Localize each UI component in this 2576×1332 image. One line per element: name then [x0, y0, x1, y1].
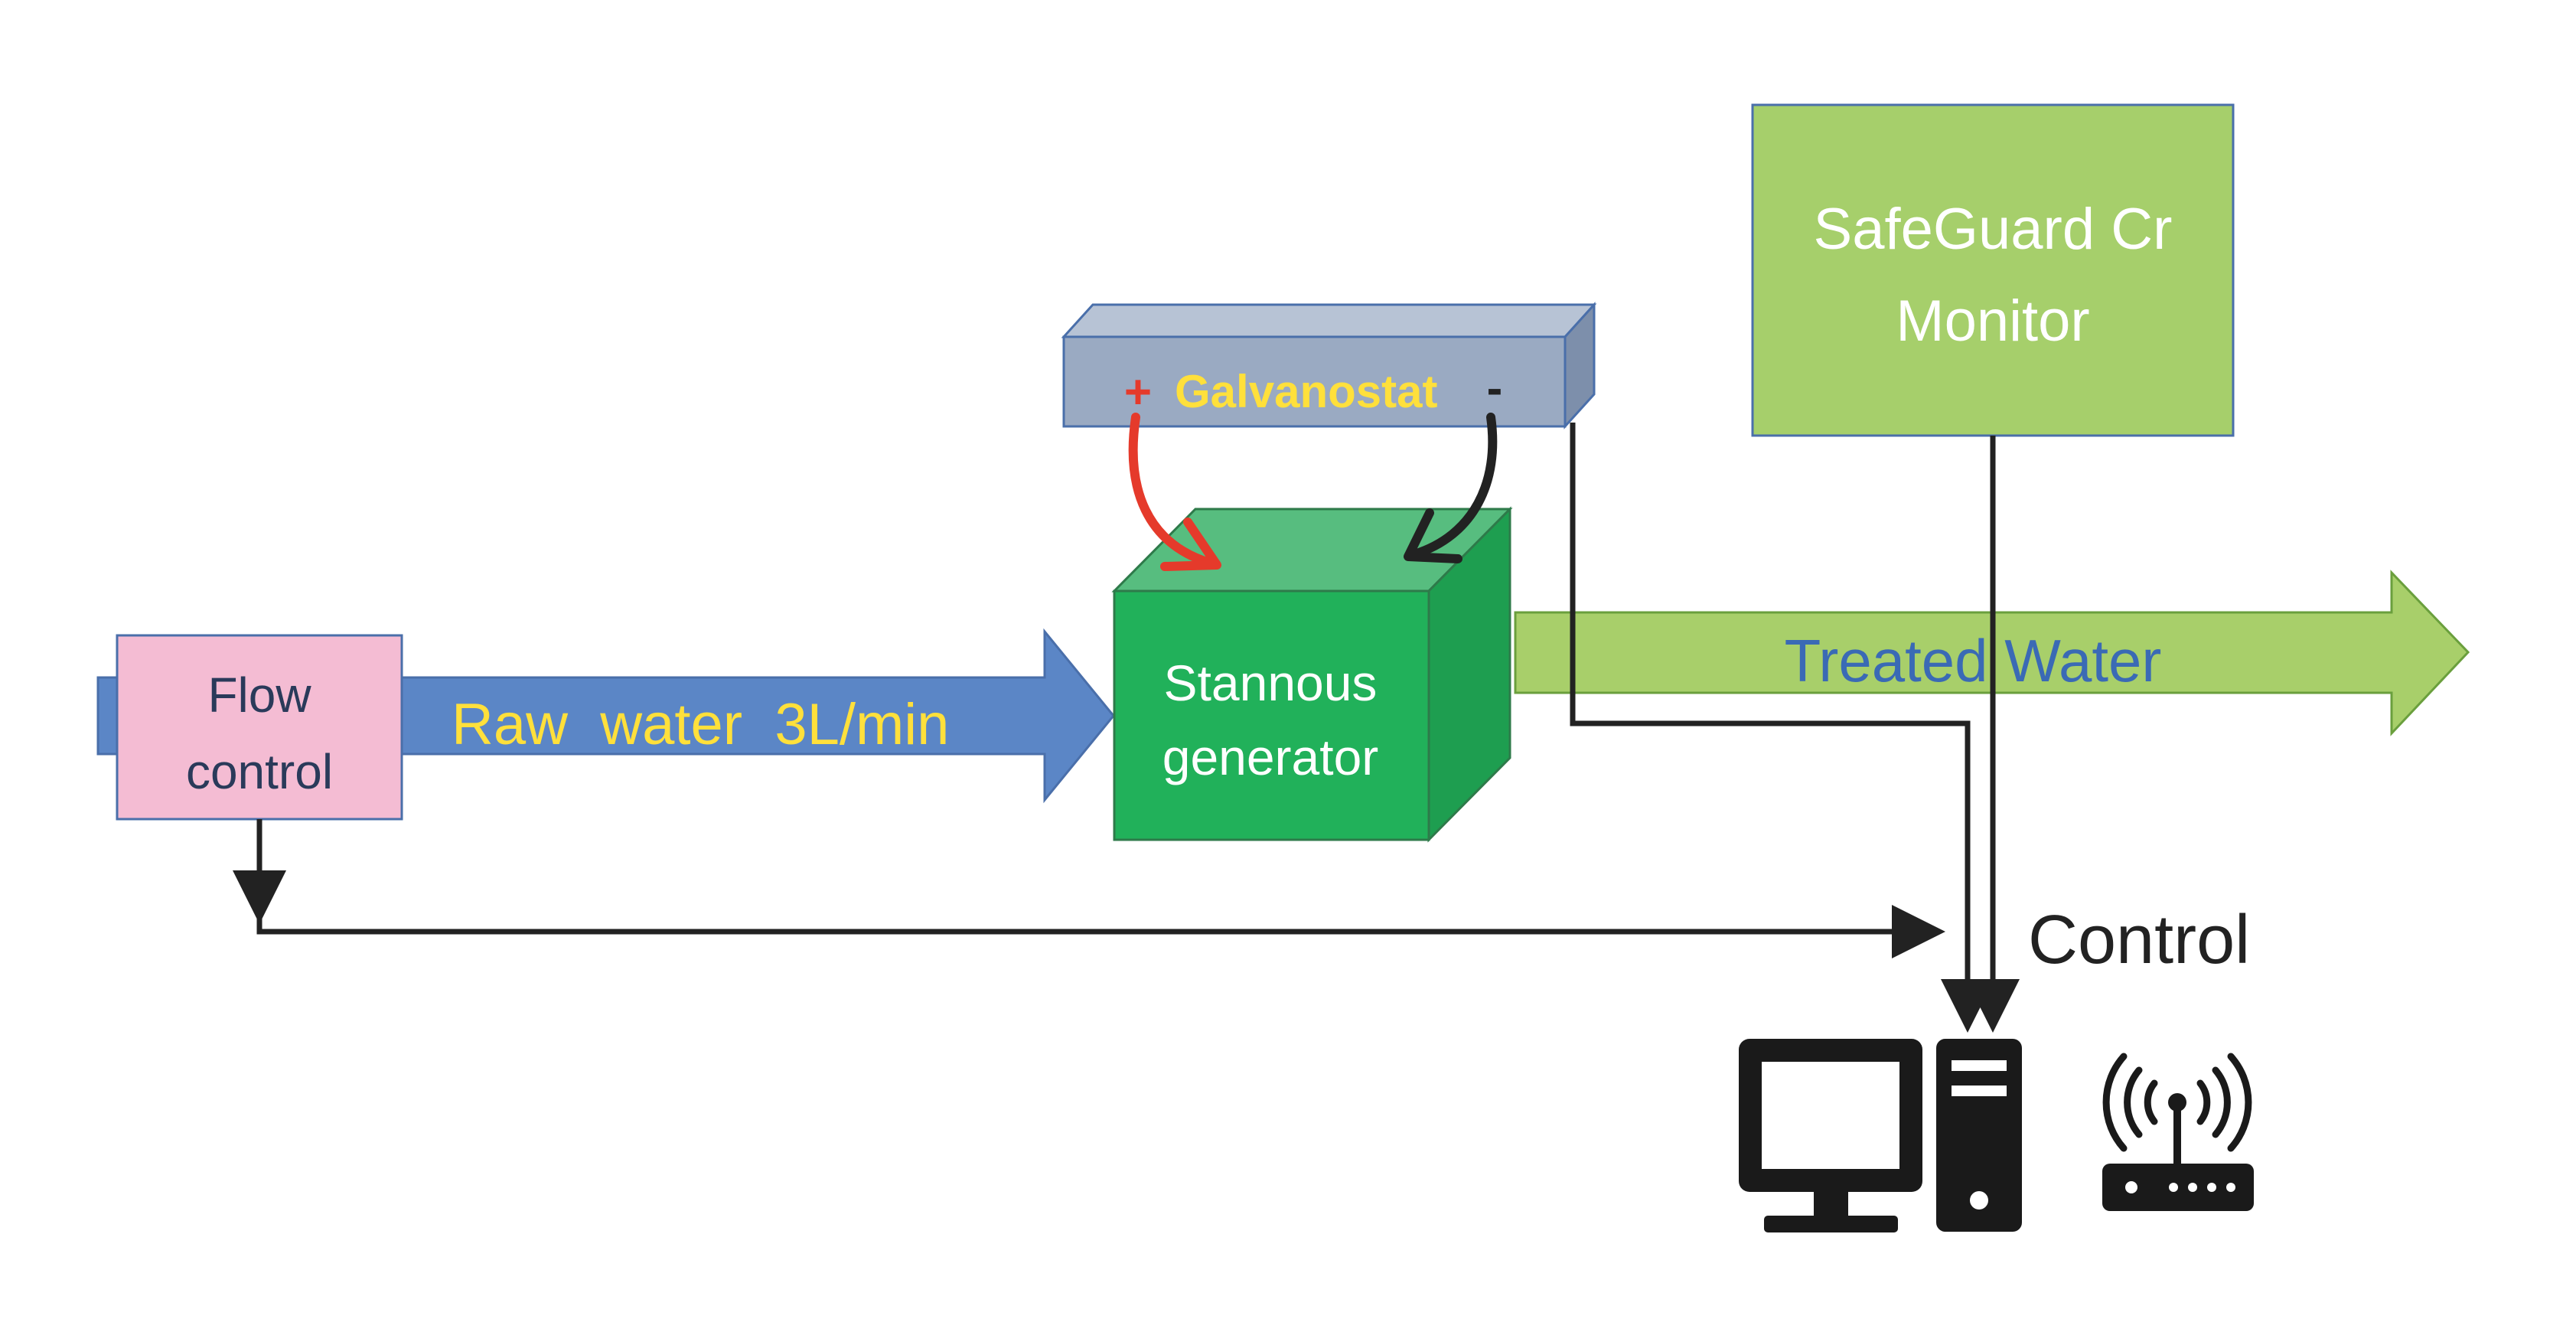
negative-lead-arrow — [1410, 413, 1498, 559]
galvanostat-minus-terminal: - — [1487, 362, 1503, 415]
flow-control-label-line2: control — [186, 744, 333, 799]
galvanostat-plus-terminal: + — [1124, 366, 1152, 419]
flow-control-box — [116, 634, 403, 821]
positive-lead-arrow — [1128, 413, 1214, 567]
negative-lead-arrowhead — [1404, 508, 1462, 563]
positive-lead-arrowhead — [1160, 517, 1221, 571]
flow-control-signal-line — [256, 819, 1945, 958]
tower-pc-icon — [1936, 1039, 2022, 1232]
treated-water-label: Treated Water — [1785, 627, 2162, 694]
galvanostat-front — [1062, 335, 1567, 428]
raw-water-label: Raw water 3L/min — [452, 692, 949, 757]
galvanostat-top — [1061, 303, 1597, 338]
stannous-label-line2: generator — [1162, 729, 1379, 785]
safeguard-monitor-label-line1: SafeGuard Cr — [1814, 197, 2173, 262]
safeguard-monitor-box — [1751, 103, 2235, 437]
computer-monitor-icon — [1739, 1039, 1922, 1232]
stannous-generator-cube — [1111, 506, 1513, 843]
safeguard-monitor-label-line2: Monitor — [1896, 289, 2089, 354]
flow-control-label-line1: Flow — [207, 668, 311, 723]
galvanostat-signal-line — [1570, 423, 1994, 1033]
stannous-label-line1: Stannous — [1164, 655, 1378, 711]
galvanostat-bar — [1061, 302, 1597, 429]
wifi-router-icon — [2102, 1053, 2254, 1211]
galvanostat-label: Galvanostat — [1175, 366, 1437, 417]
stannous-cube-front — [1113, 589, 1430, 841]
control-label: Control — [2028, 902, 2250, 978]
